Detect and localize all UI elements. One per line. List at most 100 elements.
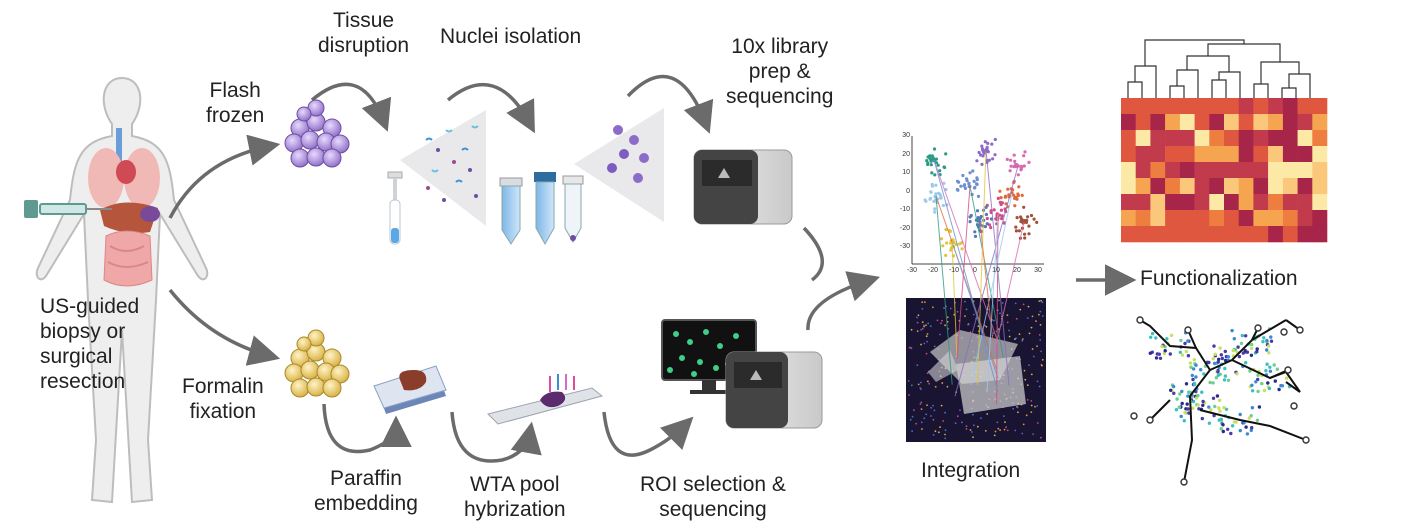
tissue-spot — [1006, 314, 1009, 317]
trajectory-cell — [1184, 382, 1189, 386]
umap-point — [934, 157, 939, 161]
trajectory-cell — [1201, 403, 1205, 407]
tissue-spot — [917, 383, 920, 386]
trajectory-cell — [1182, 419, 1187, 423]
heatmap-cell — [1179, 98, 1195, 115]
tissue-spot — [920, 408, 923, 410]
trajectory-cell — [1223, 349, 1228, 354]
paraffin-embedding-label: Paraffin embedding — [314, 466, 418, 516]
heatmap-cell — [1135, 130, 1151, 147]
trajectory-cell — [1179, 414, 1183, 419]
heatmap — [1121, 98, 1328, 243]
trajectory-cell — [1183, 411, 1187, 415]
tissue-spot — [1008, 329, 1010, 332]
label-line: WTA pool — [470, 473, 560, 496]
tissue-spot — [926, 372, 929, 375]
trajectory-cell — [1284, 376, 1289, 380]
tissue-spot — [1030, 400, 1033, 402]
tissue-spot — [1040, 350, 1042, 353]
tissue-spot — [930, 415, 932, 417]
umap-point — [986, 141, 990, 145]
tissue-spot — [1018, 333, 1021, 335]
tissue-spot — [1023, 369, 1026, 372]
heatmap-cell — [1253, 146, 1269, 163]
link-line — [956, 185, 971, 359]
flow-arrows — [168, 74, 1137, 463]
tissue-spot — [1026, 399, 1029, 401]
heatmap-cell — [1268, 226, 1284, 243]
trajectory-cell — [1194, 375, 1198, 379]
heatmap-cell — [1224, 98, 1239, 115]
human-body-icon — [35, 76, 209, 504]
umap-y-tick-label: 10 — [902, 169, 910, 176]
tissue-spot — [932, 306, 934, 309]
umap-point — [938, 169, 942, 173]
tissue-spot — [925, 413, 928, 416]
trajectory-cell — [1218, 346, 1222, 350]
umap-y-tick-label: 0 — [906, 187, 910, 195]
tissue-spot — [1015, 337, 1017, 339]
tissue-spot — [921, 327, 924, 330]
tissue-spot — [996, 421, 999, 424]
label-line: hybrization — [464, 498, 566, 521]
trajectory-cell — [1226, 427, 1230, 431]
tissue-spot — [1030, 373, 1033, 376]
label-line: sequencing — [726, 85, 834, 108]
trajectory-cell — [1223, 366, 1227, 371]
heatmap-cell — [1121, 146, 1136, 163]
heatmap-cell — [1224, 178, 1239, 195]
heatmap-cell — [1282, 130, 1298, 147]
tissue-spot — [925, 335, 928, 338]
umap-point — [941, 244, 945, 248]
heatmap-cell — [1121, 178, 1136, 195]
umap-point — [1012, 153, 1016, 157]
trajectory-cell — [1171, 384, 1176, 389]
umap-point — [956, 179, 960, 183]
sequencer-icon-bottom — [725, 351, 823, 429]
trajectory-cell — [1217, 406, 1221, 410]
umap-x-tick-label: 30 — [1034, 267, 1042, 274]
tissue-spot — [1041, 364, 1043, 367]
trajectory-cell — [1265, 338, 1269, 343]
heatmap-cell — [1282, 114, 1298, 131]
tissue-spot — [940, 322, 942, 325]
tissue-spot — [1036, 380, 1039, 383]
trajectory-cell — [1191, 377, 1195, 382]
tissue-spot — [1003, 428, 1006, 431]
heatmap-cell — [1253, 226, 1269, 243]
fixed-cell-cluster-icon — [284, 329, 350, 398]
umap-point — [985, 222, 989, 226]
umap-x-tick-label: -10 — [948, 267, 960, 274]
tissue-spot — [1005, 426, 1007, 429]
heatmap-cell — [1209, 98, 1225, 115]
umap-point — [932, 199, 936, 203]
heatmap-cell — [1150, 162, 1166, 179]
tissue-spot — [933, 409, 936, 412]
trajectory-cell — [1178, 392, 1182, 396]
tissue-spot — [1019, 308, 1022, 311]
tissue-spot — [1031, 348, 1034, 350]
heatmap-cell — [1238, 130, 1254, 147]
trajectory-cell — [1222, 405, 1226, 410]
umap-point — [984, 205, 988, 209]
umap-point — [1016, 193, 1021, 198]
umap-point — [973, 185, 977, 189]
tissue-spot — [997, 299, 1000, 302]
heatmap-cell — [1312, 178, 1328, 195]
heatmap-cell — [1297, 98, 1313, 115]
heatmap-cell — [1121, 194, 1136, 211]
heatmap-cell — [1282, 146, 1298, 163]
tissue-spot — [916, 330, 919, 332]
tissue-spot — [924, 301, 926, 303]
trajectory-cell — [1177, 405, 1182, 409]
heatmap-cell — [1253, 194, 1269, 211]
tissue-spot — [992, 332, 995, 335]
umap-point — [972, 179, 976, 183]
trajectory-cell — [1255, 347, 1259, 351]
umap-point — [989, 226, 993, 230]
heatmap-cell — [1135, 162, 1151, 179]
heatmap-cell — [1253, 98, 1269, 115]
trajectory-cell — [1268, 365, 1272, 369]
trajectory-cell — [1221, 423, 1225, 427]
trajectory-cell — [1256, 373, 1260, 377]
